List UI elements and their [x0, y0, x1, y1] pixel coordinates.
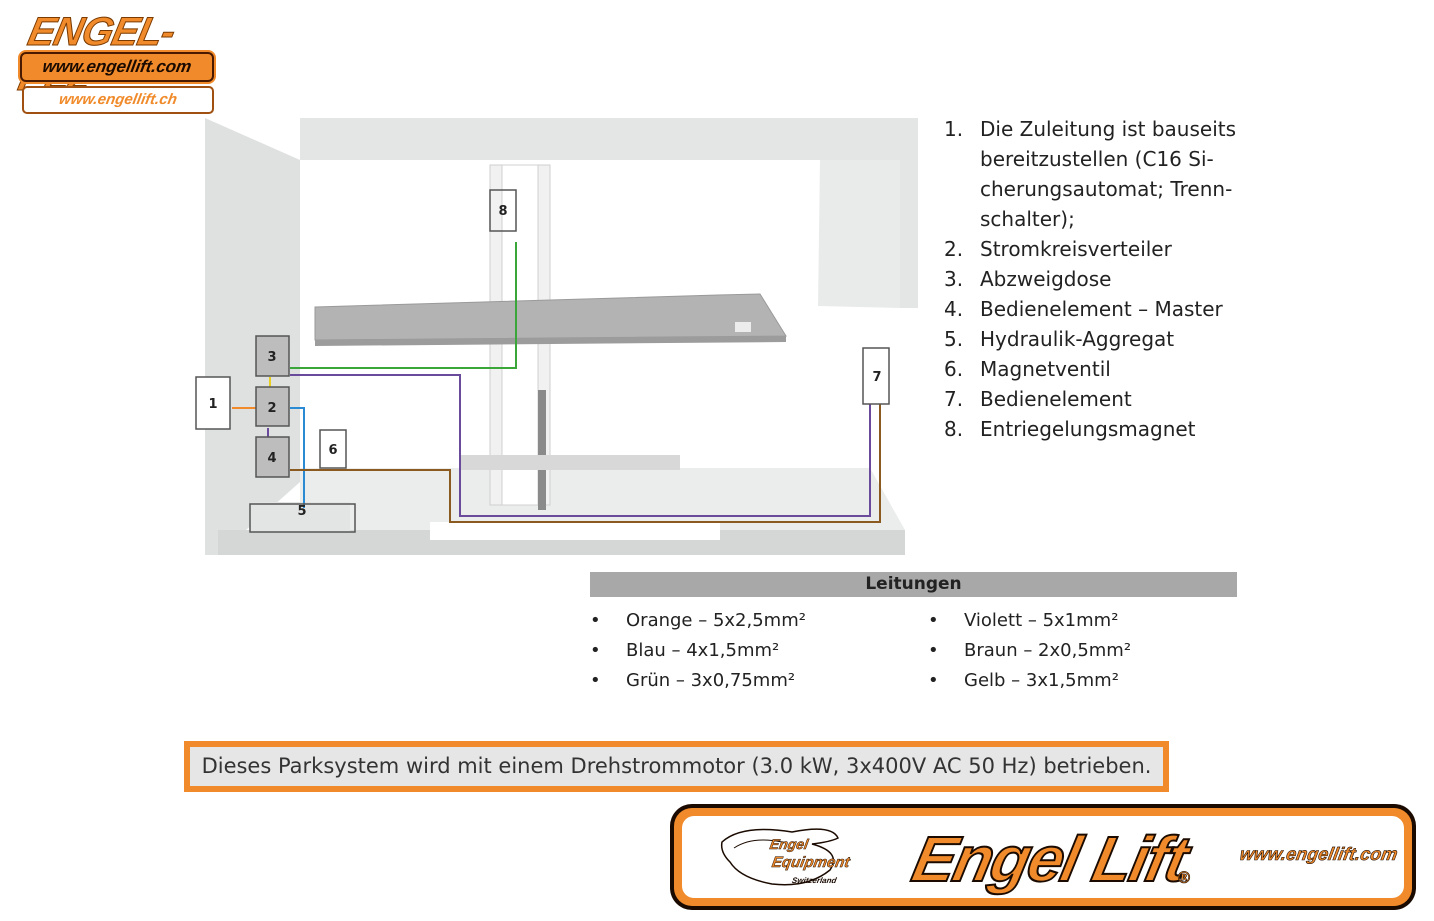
label-1: 1: [208, 397, 217, 412]
box-2: [255, 386, 290, 427]
cable-brown: [290, 404, 881, 523]
leitungen-header: Leitungen: [590, 572, 1237, 597]
cable-spec-item: Gelb – 3x1,5mm²: [928, 666, 1131, 696]
legend-item: 7. Bedienelement: [944, 384, 1244, 414]
header-logo: ENGEL-PL2 www.engellift.com www.engellif…: [14, 10, 230, 114]
legend-num: 1.: [944, 117, 964, 141]
label-8: 8: [498, 204, 507, 219]
cable-green: [290, 242, 517, 369]
footer-url[interactable]: www.engellift.com: [1238, 844, 1400, 865]
legend-num: 7.: [944, 387, 964, 411]
legend-num: 4.: [944, 297, 964, 321]
footer-brand: Engel Lift: [905, 822, 1194, 896]
registered-icon: ®: [1176, 868, 1193, 888]
legend-text: Bedienelement: [980, 387, 1132, 411]
equip-line-1: Engel: [768, 836, 810, 853]
footer-logo[interactable]: Engel Equipment Switzerland Engel Lift ®…: [670, 804, 1416, 910]
legend-num: 5.: [944, 327, 964, 351]
cable-spec-item: Braun – 2x0,5mm²: [928, 636, 1131, 666]
box-1: [195, 376, 231, 430]
lift-structure: [314, 164, 787, 510]
engel-equipment-logo: Engel Equipment Switzerland: [712, 822, 892, 892]
component-boxes: [195, 189, 890, 533]
cable-violet: [290, 374, 871, 517]
box-4: [255, 436, 290, 478]
legend-num: 8.: [944, 417, 964, 441]
legend-text: Entriegelungsmagnet: [980, 417, 1196, 441]
leitungen-list-left: Orange – 5x2,5mm² Blau – 4x1,5mm² Grün –…: [590, 606, 806, 696]
legend-text: Hydraulik-Aggregat: [980, 327, 1175, 351]
legend-item: 6. Magnetventil: [944, 354, 1244, 384]
legend-item: 2. Stromkreisverteiler: [944, 234, 1244, 264]
label-6: 6: [328, 443, 337, 458]
legend-text: Die Zuleitung ist bauseits bereitzustell…: [980, 117, 1237, 231]
cable-spec-item: Grün – 3x0,75mm²: [590, 666, 806, 696]
legend-item: 3. Abzweigdose: [944, 264, 1244, 294]
legend-item: 4. Bedienelement – Master: [944, 294, 1244, 324]
legend-text: Bedienelement – Master: [980, 297, 1223, 321]
box-5: [249, 503, 356, 533]
logo-url-ch[interactable]: www.engellift.ch: [22, 86, 214, 114]
legend-item: 5. Hydraulik-Aggregat: [944, 324, 1244, 354]
motor-note-box: Dieses Parksystem wird mit einem Drehstr…: [184, 741, 1169, 792]
leitungen-list-right: Violett – 5x1mm² Braun – 2x0,5mm² Gelb –…: [928, 606, 1131, 696]
legend-item: 8. Entriegelungsmagnet: [944, 414, 1244, 444]
legend-num: 3.: [944, 267, 964, 291]
label-3: 3: [267, 350, 276, 365]
cable-blue: [290, 407, 305, 508]
equip-line-3: Switzerland: [791, 876, 838, 885]
component-labels: 1 2 3 4 5 6 7 8: [208, 204, 881, 519]
component-legend: 1. Die Zuleitung ist bauseits bereitzuste…: [944, 114, 1244, 444]
wiring-diagram: 1 2 3 4 5 6 7 8: [195, 118, 918, 555]
wing-icon: [720, 828, 839, 886]
label-4: 4: [267, 451, 276, 466]
legend-text: Stromkreisverteiler: [980, 237, 1172, 261]
label-2: 2: [267, 401, 276, 416]
legend-item: 1. Die Zuleitung ist bauseits bereitzuste…: [944, 114, 1244, 234]
box-8: [489, 189, 517, 232]
logo-url-com-text: www.engellift.com: [41, 57, 194, 76]
cables: [232, 242, 881, 523]
cable-spec-item: Orange – 5x2,5mm²: [590, 606, 806, 636]
cable-spec-item: Violett – 5x1mm²: [928, 606, 1131, 636]
cable-spec-item: Blau – 4x1,5mm²: [590, 636, 806, 666]
box-6: [319, 429, 347, 469]
legend-text: Abzweigdose: [980, 267, 1112, 291]
label-7: 7: [872, 370, 881, 385]
box-7: [862, 347, 890, 405]
legend-num: 2.: [944, 237, 964, 261]
label-5: 5: [297, 504, 306, 519]
logo-url-com[interactable]: www.engellift.com: [20, 52, 214, 82]
box-3: [255, 335, 290, 377]
logo-url-ch-text: www.engellift.ch: [57, 91, 179, 108]
motor-note-text: Dieses Parksystem wird mit einem Drehstr…: [190, 747, 1163, 786]
legend-num: 6.: [944, 357, 964, 381]
legend-text: Magnetventil: [980, 357, 1111, 381]
equip-line-2: Equipment: [770, 854, 851, 872]
footer-logo-panel: Engel Equipment Switzerland Engel Lift ®…: [682, 816, 1404, 898]
